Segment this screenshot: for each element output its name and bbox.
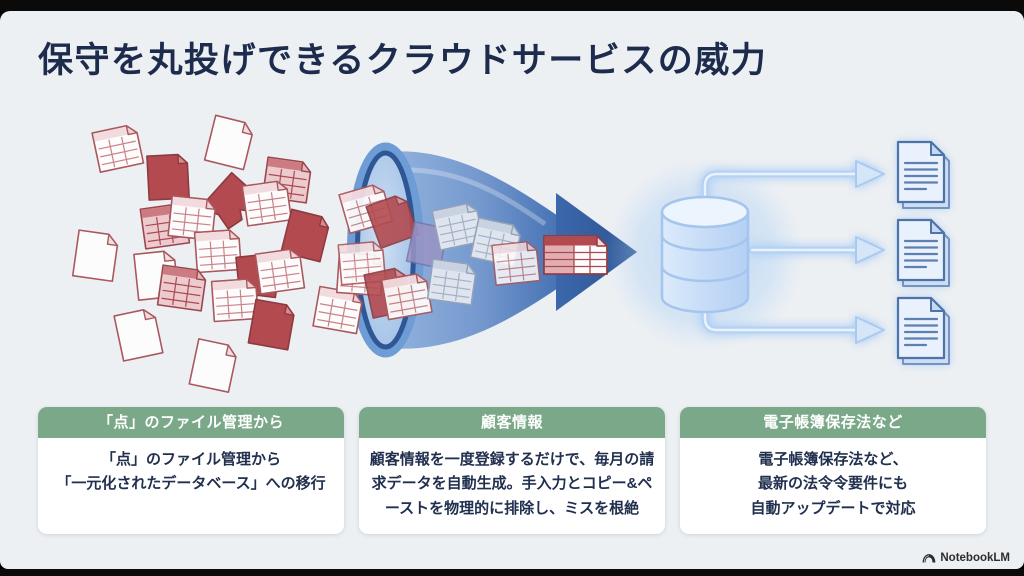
- database-body: [660, 212, 750, 314]
- card-customer-info-body: 顧客情報を一度登録するだけで、毎月の請求データを自動生成。手入力とコピー&ペース…: [369, 451, 655, 517]
- table-file-icon: [210, 277, 260, 323]
- database-top: [660, 195, 750, 229]
- card-legal-compliance: 電子帳簿保存法など 電子帳簿保存法など、 最新の法令令要件にも 自動アップデート…: [680, 407, 986, 534]
- funnel-highlight: [399, 167, 547, 227]
- table-file-icon: [254, 247, 306, 295]
- letterbox-top: [0, 0, 1024, 11]
- notebooklm-logo-icon: [922, 554, 936, 563]
- output-arrowhead-bottom: [855, 316, 885, 344]
- card-legal-compliance-header: 電子帳簿保存法など: [680, 407, 986, 438]
- funnel-diagram: [71, 114, 951, 393]
- plain-file-icon: [71, 229, 120, 283]
- card-legal-compliance-body: 電子帳簿保存法など、 最新の法令令要件にも 自動アップデートで対応: [750, 451, 916, 517]
- tableFaded-file-icon: [426, 258, 478, 306]
- output-document-icon: [896, 218, 951, 288]
- database-band-2: [660, 265, 750, 283]
- brand-footer: NotebookLM: [922, 550, 1010, 566]
- card-file-management-body: 「点」のファイル管理から 「一元化されたデータベース」への移行: [56, 451, 326, 493]
- card-file-management: 「点」のファイル管理から 「点」のファイル管理から 「一元化されたデータベース」…: [38, 407, 344, 534]
- red-file-icon: [146, 153, 190, 201]
- output-document-icon: [896, 296, 951, 366]
- output-arrowhead-top: [855, 160, 885, 188]
- table-file-icon: [241, 179, 293, 227]
- table-file-icon: [380, 271, 433, 321]
- benefit-cards-row: 「点」のファイル管理から 「点」のファイル管理から 「一元化されたデータベース」…: [38, 407, 986, 534]
- card-customer-info: 顧客情報 顧客情報を一度登録するだけで、毎月の請求データを自動生成。手入力とコピ…: [359, 407, 665, 534]
- card-customer-info-header: 顧客情報: [359, 407, 665, 438]
- letterbox-bottom: [0, 569, 1024, 576]
- output-arrow-bottom-core: [703, 308, 858, 332]
- output-arrow-top-core: [703, 172, 858, 202]
- table-file-icon: [193, 228, 243, 274]
- plain-file-icon: [113, 306, 164, 362]
- table-file-icon: [491, 240, 541, 286]
- table-file-icon: [91, 123, 145, 173]
- output-arrows: [701, 160, 885, 344]
- card-file-management-header: 「点」のファイル管理から: [38, 407, 344, 438]
- output-arrowhead-middle: [855, 236, 885, 264]
- tableRed-file-icon: [156, 264, 208, 312]
- page-title: 保守を丸投げできるクラウドサービスの威力: [38, 41, 768, 80]
- plain-file-icon: [188, 338, 239, 393]
- slide-stage: 保守を丸投げできるクラウドサービスの威力: [0, 11, 1024, 569]
- output-documents: [896, 140, 951, 366]
- merged-file-icon: [543, 235, 608, 275]
- plain-file-icon: [203, 114, 256, 171]
- brand-name: NotebookLM: [940, 552, 1010, 564]
- red-file-icon: [247, 298, 297, 351]
- database-group: [605, 140, 951, 366]
- scattered-files-cluster: [71, 114, 385, 393]
- database-icon: [660, 195, 750, 314]
- database-band-1: [660, 234, 750, 252]
- output-document-icon: [896, 140, 951, 210]
- merged-spreadsheet-icon: [543, 235, 608, 275]
